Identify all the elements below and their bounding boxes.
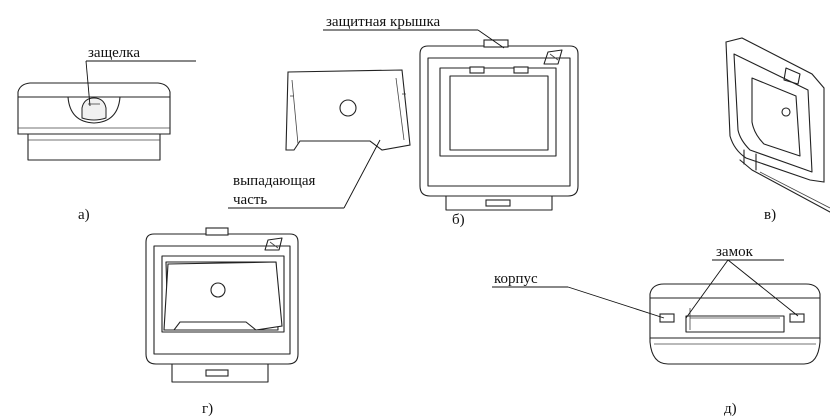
figure-a-device	[17, 82, 171, 161]
figure-d-housing	[649, 283, 821, 365]
lock-label: замок	[716, 244, 754, 260]
figure-g-assembled-cover	[145, 227, 299, 383]
caption-g: г)	[202, 401, 213, 417]
latch-leader	[85, 60, 196, 107]
figure-v-perspective	[725, 37, 830, 213]
caption-d: д)	[724, 401, 737, 417]
housing-leader	[492, 286, 665, 319]
caption-v: в)	[764, 207, 776, 223]
lock-leader	[685, 259, 799, 319]
latch-label: защелка	[88, 45, 140, 61]
caption-a: а)	[78, 207, 90, 223]
dropout-part-label-line2: часть	[233, 192, 267, 208]
caption-b: б)	[452, 212, 465, 228]
housing-label: корпус	[494, 271, 538, 287]
dropout-part-leader	[228, 139, 381, 209]
figure-b-dropout-part	[285, 69, 411, 151]
protective-cover-label: защитная крышка	[326, 14, 441, 30]
figure-b-protective-cover	[419, 39, 579, 211]
dropout-part-label-line1: выпадающая	[233, 173, 316, 189]
protective-cover-leader	[323, 29, 505, 49]
